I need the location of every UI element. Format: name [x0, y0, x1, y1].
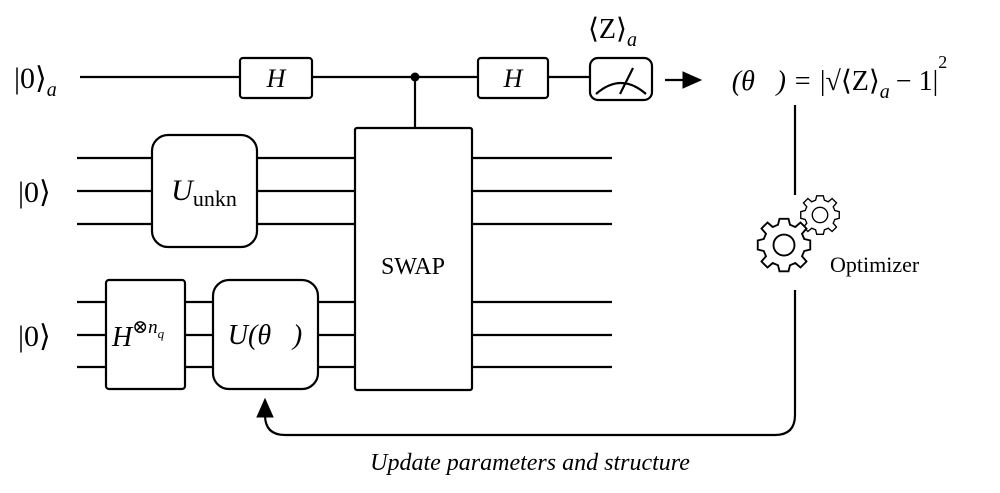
measurement-label: ⟨Z⟩a	[588, 14, 637, 51]
ancilla-input-label: |0⟩a	[14, 62, 57, 101]
gate-label: Uunkn	[171, 174, 237, 211]
feedback-arrow	[256, 290, 797, 437]
hadamard-gate-2: H	[476, 56, 550, 100]
measurement-gate: ⟨Z⟩a	[588, 14, 654, 102]
gears-icon	[756, 195, 840, 273]
register2-input-label: |0⟩	[18, 320, 51, 353]
control-dot	[410, 72, 420, 82]
meter-needle-icon	[619, 67, 634, 95]
u-unknown-gate: Uunkn	[150, 133, 259, 249]
hadamard-tensor-gate: H⊗nq	[104, 278, 187, 391]
meter-arc-icon	[595, 81, 647, 95]
swap-gate: SWAP	[353, 126, 474, 392]
u-theta-gate: U(θ⃗)	[211, 278, 320, 391]
feedback-label: Update parameters and structure	[370, 450, 690, 476]
gate-label: H⊗nq	[111, 317, 165, 353]
gate-label: H	[503, 64, 524, 93]
gate-label: U(θ⃗)	[228, 320, 302, 351]
hadamard-gate-1: H	[238, 56, 314, 100]
optimizer-label: Optimizer	[830, 252, 920, 277]
register1-input-label: |0⟩	[18, 176, 51, 209]
gate-label: H	[266, 64, 287, 93]
gate-label: SWAP	[381, 254, 445, 280]
loss-function: ℒ(θ⃗) =|√⟨Z⟩a− 1|2	[710, 52, 947, 103]
